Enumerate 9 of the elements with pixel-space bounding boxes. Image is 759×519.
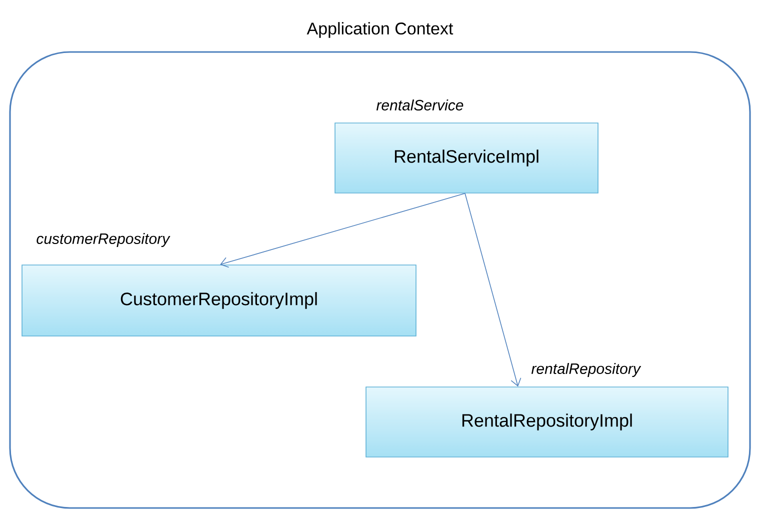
arrow (220, 193, 466, 268)
arrow (464, 193, 522, 387)
bean-name: customerRepository (36, 233, 170, 247)
bean-box: RentalServiceImpl (334, 122, 598, 194)
bean-name: rentalRepository (531, 363, 642, 377)
bean-box: RentalRepositoryImpl (366, 386, 728, 458)
bean-box: CustomerRepositoryImpl (22, 264, 416, 336)
bean-name: rentalService (376, 99, 464, 110)
node-label: Application Context (306, 22, 454, 38)
